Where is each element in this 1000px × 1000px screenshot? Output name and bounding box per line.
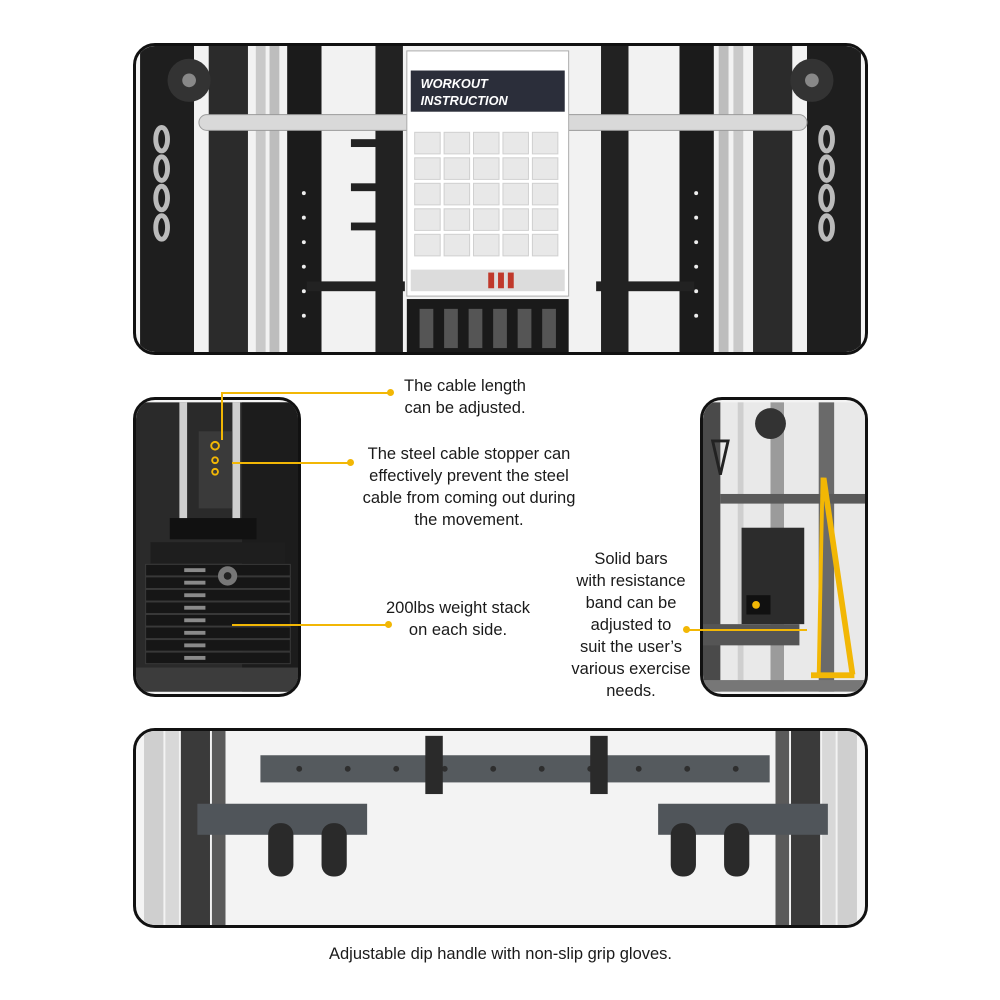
callout-cable-stopper: The steel cable stopper can effectively … [362,445,576,529]
dip-handle-illustration [144,731,857,925]
cable-stopper-leader-end [347,459,354,466]
callout-weight-stack: 200lbs weight stack on each side. [386,599,530,639]
top-product-image: WORKOUT INSTRUCTION [133,43,868,355]
solid-bars-leader-end [683,626,690,633]
weight-stack-image [133,397,301,697]
callout-cable-length: The cable length can be adjusted. [403,377,526,417]
weight-stack-leader-end [385,621,392,628]
callout-solid-bars: Solid bars with resistance band can be a… [571,550,691,700]
cable-stopper-leader-line [232,462,350,464]
cable-length-leader-end [387,389,394,396]
solid-bars-image [700,397,868,697]
cable-length-leader-drop [221,392,223,440]
dip-handle-caption: Adjustable dip handle with non-slip grip… [328,945,673,963]
dip-handle-image [133,728,868,928]
poster-title-line1: WORKOUT [421,76,489,91]
poster-title-line2: INSTRUCTION [421,93,509,108]
weight-stack-leader-line [232,624,388,626]
cable-length-leader-line [221,392,391,394]
weight-stack-illustration [136,402,298,692]
solid-bars-leader-line [687,629,807,631]
machine-front-illustration: WORKOUT INSTRUCTION [140,46,861,352]
solid-bars-illustration [703,402,865,692]
